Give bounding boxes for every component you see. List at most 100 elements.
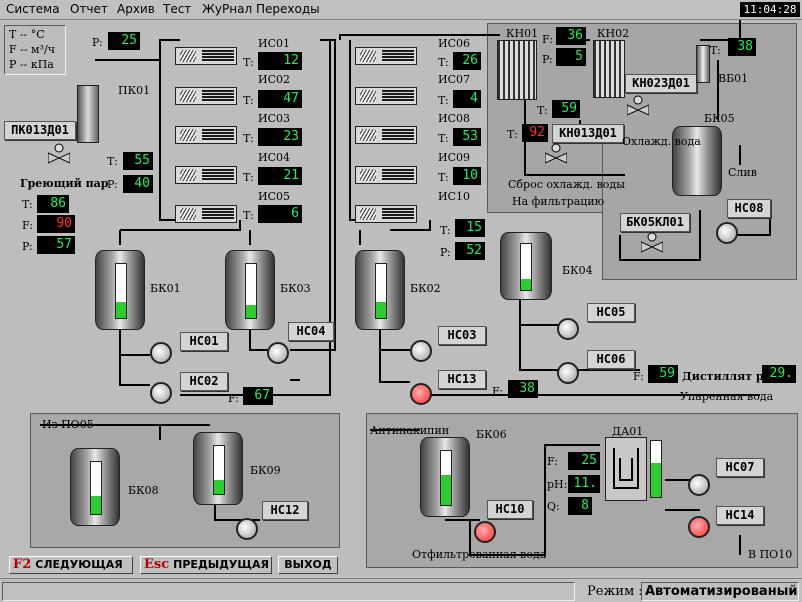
menu-report[interactable]: Отчет bbox=[70, 2, 108, 16]
vb01-t-label: T: bbox=[710, 44, 721, 57]
bk01-level-gauge bbox=[115, 263, 127, 319]
exit-button[interactable]: ВЫХОД bbox=[278, 556, 338, 574]
pump-ns13[interactable] bbox=[410, 383, 432, 405]
ns05-tag[interactable]: НС05 bbox=[587, 303, 635, 322]
dump-valve-icon[interactable] bbox=[544, 143, 568, 165]
pump-ns03[interactable] bbox=[410, 340, 432, 362]
pump-ns06[interactable] bbox=[557, 362, 579, 384]
is05-t-value: 6 bbox=[258, 205, 302, 223]
pump-ns12[interactable] bbox=[236, 518, 258, 540]
tank-bk01[interactable] bbox=[95, 250, 145, 330]
exchanger-is03[interactable] bbox=[175, 126, 237, 144]
pk01-valve-tag[interactable]: ПК013Д01 bbox=[4, 121, 76, 140]
is02-t-label: T: bbox=[243, 94, 254, 107]
is07-name: ИС07 bbox=[438, 73, 471, 86]
pump-ns04[interactable] bbox=[267, 342, 289, 364]
tank-bk06[interactable] bbox=[420, 437, 470, 517]
ns06-f-label: F: bbox=[633, 370, 644, 383]
bk06-level-gauge bbox=[440, 450, 452, 506]
tank-bk04[interactable] bbox=[500, 232, 552, 300]
ns06-tag[interactable]: НС06 bbox=[587, 350, 635, 369]
bk03-name: БК03 bbox=[280, 282, 311, 295]
menu-archive[interactable]: Архив bbox=[117, 2, 155, 16]
ns07-tag[interactable]: НС07 bbox=[716, 458, 764, 477]
exchanger-is07[interactable] bbox=[355, 87, 417, 105]
exchanger-is01[interactable] bbox=[175, 47, 237, 65]
ns04-tag[interactable]: НС04 bbox=[288, 322, 334, 341]
ns08-tag[interactable]: НС08 bbox=[727, 199, 771, 218]
tank-bk02[interactable] bbox=[355, 250, 405, 330]
is09-t-label: T: bbox=[438, 171, 449, 184]
ns01-tag[interactable]: НС01 bbox=[180, 332, 228, 351]
kn02-valve-tag[interactable]: КН023Д01 bbox=[625, 74, 697, 93]
da01-q-label: Q: bbox=[547, 500, 560, 513]
vb01-name: ВБ01 bbox=[718, 72, 749, 85]
legend-t: T -- °C bbox=[9, 28, 45, 41]
da01-f-label: F: bbox=[547, 455, 558, 468]
menu-transitions[interactable]: Переходы bbox=[256, 2, 320, 16]
legend-f: F -- м³/ч bbox=[9, 43, 56, 56]
exchanger-is08[interactable] bbox=[355, 126, 417, 144]
is10-p-value: 52 bbox=[455, 242, 485, 260]
pump-ns14[interactable] bbox=[688, 516, 710, 538]
exchanger-is10[interactable] bbox=[355, 205, 417, 223]
is02-t-value: 47 bbox=[258, 90, 302, 108]
kn-p-label: P: bbox=[542, 53, 553, 66]
condenser-kn02[interactable] bbox=[593, 40, 625, 98]
mode-label: Режим : bbox=[587, 584, 643, 599]
kn01-valve-tag[interactable]: КН013Д01 bbox=[552, 124, 624, 143]
steam-t-value: 86 bbox=[37, 195, 69, 213]
ns03-tag[interactable]: НС03 bbox=[438, 326, 486, 345]
da01-ph-label: pH: bbox=[547, 478, 568, 491]
exchanger-is02[interactable] bbox=[175, 87, 237, 105]
ejector-vb01[interactable] bbox=[696, 45, 710, 83]
exchanger-is05[interactable] bbox=[175, 205, 237, 223]
is10-p-label: P: bbox=[440, 246, 451, 259]
pump-ns08[interactable] bbox=[716, 222, 738, 244]
ns02-tag[interactable]: НС02 bbox=[180, 372, 228, 391]
is04-name: ИС04 bbox=[258, 151, 291, 164]
pk01-p2-label: P: bbox=[107, 178, 118, 191]
tank-bk03[interactable] bbox=[225, 250, 275, 330]
pump-ns01[interactable] bbox=[150, 342, 172, 364]
vb01-t-value: 38 bbox=[728, 38, 756, 56]
is06-t-label: T: bbox=[438, 56, 449, 69]
cooling-valve-icon[interactable] bbox=[626, 95, 650, 117]
steam-valve-icon[interactable] bbox=[47, 143, 71, 165]
menu-journal[interactable]: ЖуРнал bbox=[202, 2, 253, 16]
distillate-ph-value: 29. bbox=[762, 365, 796, 383]
deaerator-da01[interactable] bbox=[605, 437, 647, 501]
is09-t-value: 10 bbox=[453, 167, 481, 185]
units-legend: T -- °C F -- м³/ч P -- кПа bbox=[4, 25, 66, 75]
bk03-level-gauge bbox=[245, 263, 257, 319]
ns10-tag[interactable]: НС10 bbox=[487, 500, 533, 519]
ns14-tag[interactable]: НС14 bbox=[716, 506, 764, 525]
ns13-tag[interactable]: НС13 bbox=[438, 370, 486, 389]
exchanger-is04[interactable] bbox=[175, 166, 237, 184]
pump-ns10[interactable] bbox=[474, 521, 496, 543]
pump-ns05[interactable] bbox=[557, 318, 579, 340]
menu-system[interactable]: Система bbox=[6, 2, 60, 16]
menu-test[interactable]: Тест bbox=[163, 2, 192, 16]
bk05-valve-icon[interactable] bbox=[640, 232, 664, 254]
legend-p: P -- кПа bbox=[9, 58, 54, 71]
to-po10-label: В ПО10 bbox=[748, 548, 793, 561]
tank-bk05[interactable] bbox=[672, 126, 722, 196]
exchanger-is09[interactable] bbox=[355, 166, 417, 184]
tank-bk09[interactable] bbox=[193, 432, 243, 505]
bk04-name: БК04 bbox=[562, 264, 593, 277]
bk09-name: БК09 bbox=[250, 464, 281, 477]
pump-ns02[interactable] bbox=[150, 382, 172, 404]
ns12-tag[interactable]: НС12 bbox=[262, 501, 308, 520]
is08-t-label: T: bbox=[438, 132, 449, 145]
pk01-t-label: T: bbox=[107, 155, 118, 168]
bk05-valve-tag[interactable]: БК05КЛ01 bbox=[620, 213, 690, 232]
ns02-f-value: 67 bbox=[243, 387, 273, 405]
exchanger-is06[interactable] bbox=[355, 47, 417, 65]
pump-ns07[interactable] bbox=[688, 474, 710, 496]
tank-bk08[interactable] bbox=[70, 448, 120, 526]
condenser-kn01[interactable] bbox=[497, 40, 537, 100]
